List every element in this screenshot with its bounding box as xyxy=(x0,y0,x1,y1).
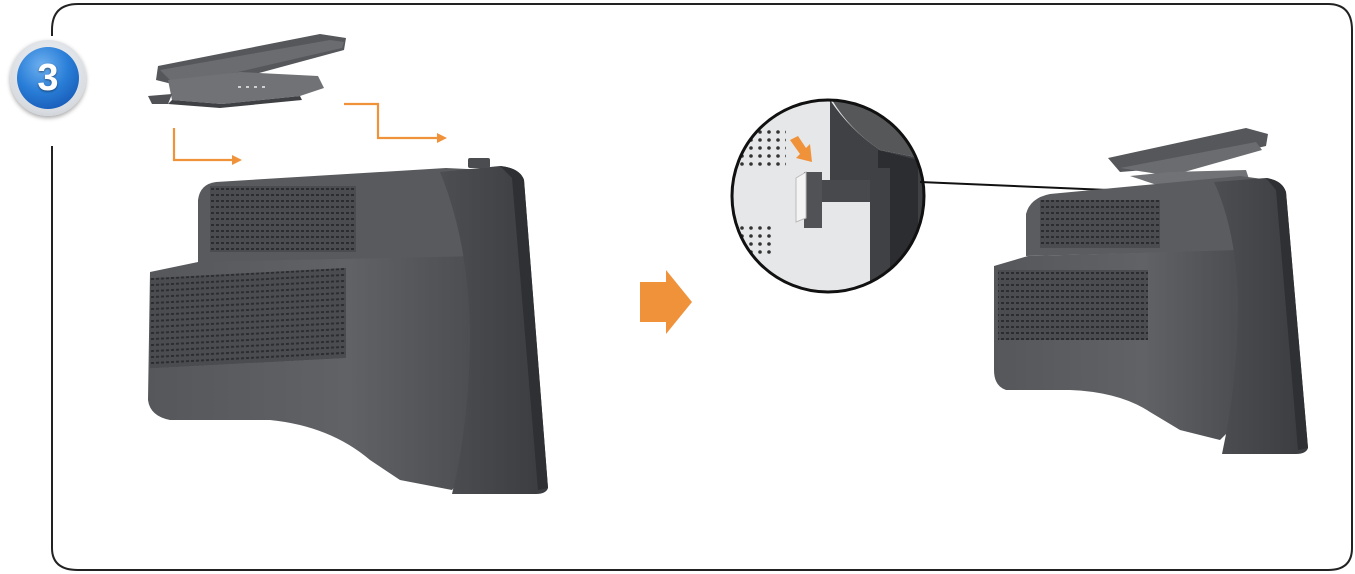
step-number-badge: 3 xyxy=(10,40,86,116)
monitor-left xyxy=(148,158,548,494)
orange-arrow xyxy=(174,104,440,160)
step-number: 3 xyxy=(37,57,58,100)
next-step-arrow xyxy=(640,270,692,334)
step-badge-inner: 3 xyxy=(17,47,79,109)
monitor-right xyxy=(994,128,1308,454)
monitor-stand-base xyxy=(148,34,346,108)
